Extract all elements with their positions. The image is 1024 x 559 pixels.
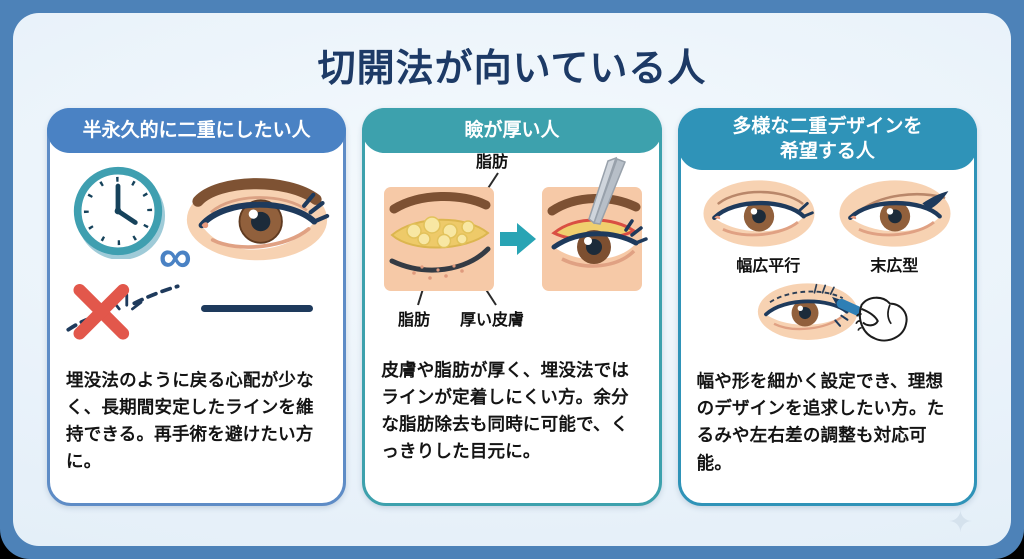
card-thick-eyelid: 瞼が厚い人 [362,108,662,506]
stable-line-icon [201,304,314,312]
label-fat-top: 脂肪 [475,154,508,172]
infinity-symbol: ∞ [158,230,192,283]
broken-thread-x-icon [66,284,180,340]
incision-after-illustration [541,156,648,292]
card-header-semi-permanent: 半永久的に二重にしたい人 [47,108,347,154]
design-examples-row [701,176,953,251]
card-header-thick-eyelid: 瞼が厚い人 [362,108,662,154]
card-description: 皮膚や脂肪が厚く、埋没法ではラインが定着しにくい方。余分な脂肪除去も同時に可能で… [381,359,630,462]
label-thick-skin: 厚い皮膚 [459,312,524,330]
eye-wide-parallel-icon [703,180,815,247]
clock-icon [73,166,165,261]
page-title: 切開法が向いている人 [317,48,707,90]
card-various-designs: 多様な二重デザインを 希望する人 [677,108,977,506]
label-wide-parallel: 幅広平行 [736,258,801,276]
label-fat-bottom: 脂肪 [397,312,430,330]
sparkle-icon: ✦ [947,506,973,539]
clock-infinity-group: ∞ [70,163,192,279]
label-tapered: 末広型 [870,258,919,276]
thick-eyelid-before-illustration [383,187,494,292]
eye-tapered-icon [839,180,951,247]
card-header-various-designs: 多様な二重デザインを 希望する人 [677,108,977,171]
card3-illustration: 幅広平行 末広型 [681,170,974,344]
arrow-right-icon [499,223,536,256]
eye-icon [187,178,330,261]
cards-row: 半永久的に二重にしたい人 ∞ [47,108,977,506]
card1-illustration: ∞ [50,153,343,343]
card2-illustration: 脂肪 脂肪 厚い皮膚 [376,153,648,333]
infographic-panel: 切開法が向いている人 半永久的に二重にしたい人 [13,13,1011,546]
card-semi-permanent: 半永久的に二重にしたい人 ∞ [47,108,347,506]
card-description: 埋没法のように戻る心配が少なく、長期間安定したラインを維持できる。再手術を避けた… [66,369,314,472]
eyelid-design-drawing-icon [758,283,908,342]
before-after-diagram [383,156,648,306]
card-description: 幅や形を細かく設定でき、理想のデザインを追求したい方。たるみや左右差の調整も対応… [696,370,945,473]
hand-icon [855,296,908,342]
design-labels-row: 幅広平行 末広型 [701,252,953,276]
